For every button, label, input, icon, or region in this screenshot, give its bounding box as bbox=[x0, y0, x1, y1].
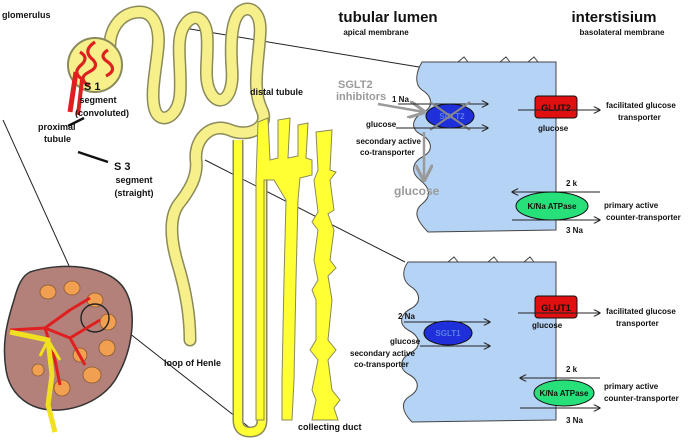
top-glut-glucose-label: glucose bbox=[538, 124, 569, 133]
top-cell-group: SGLT2 inhibitors 1 Na SGLT2 glucose seco… bbox=[336, 56, 681, 235]
collecting-duct-shape bbox=[309, 129, 341, 421]
top-k-label: 2 k bbox=[566, 179, 578, 188]
renal-vessels bbox=[9, 296, 101, 386]
bottom-primary-label-1: primary active bbox=[604, 382, 659, 391]
glomerulus-label: glomerulus bbox=[2, 10, 51, 20]
proximal-pointer-bottom bbox=[77, 150, 109, 164]
connector-line-top-cell bbox=[177, 26, 426, 69]
sglt2-inhibitors-label-1: SGLT2 bbox=[338, 79, 373, 91]
efferent-arteriole bbox=[76, 79, 84, 116]
bottom-atpase-label: K/Na ATPase bbox=[540, 389, 589, 398]
bottom-na-out-label: 3 Na bbox=[566, 416, 583, 425]
distal-tubule-label: distal tubule bbox=[250, 87, 303, 97]
s1-segment-label: segment bbox=[79, 95, 116, 105]
sglt1-transporter bbox=[423, 320, 473, 346]
sglt2-block-cross-2 bbox=[429, 101, 471, 131]
connector-line-kidney-top bbox=[2, 119, 71, 269]
kidney-pyramids bbox=[31, 280, 117, 397]
kidney-nephron-highlight bbox=[80, 303, 110, 333]
top-cotransporter-label-2: co-transporter bbox=[360, 148, 415, 157]
basolateral-membrane-header: basolateral membrane bbox=[580, 28, 665, 37]
glut1-label: GLUT1 bbox=[541, 303, 571, 313]
top-na-label: 1 Na bbox=[392, 95, 409, 104]
top-cell-junctions bbox=[457, 56, 539, 63]
collecting-duct-label: collecting duct bbox=[298, 422, 362, 432]
bottom-cell-group: 2 Na SGLT1 glucose secondary active co-t… bbox=[350, 256, 679, 425]
distal-tubule-shape bbox=[255, 117, 313, 421]
bottom-atpase-pump bbox=[533, 379, 595, 407]
afferent-arteriole bbox=[67, 71, 79, 113]
top-cotransporter-label-1: secondary active bbox=[356, 137, 421, 146]
s1-convoluted-label: (convoluted) bbox=[75, 108, 129, 118]
proximal-pointer-top bbox=[67, 116, 85, 128]
nephron-labels: glomerulus S 1 segment (convoluted) prox… bbox=[2, 10, 362, 432]
s1-label: S 1 bbox=[84, 81, 101, 93]
sglt2-inhibitors-label-2: inhibitors bbox=[336, 91, 386, 103]
top-atpase-label: K/Na ATPase bbox=[528, 202, 577, 211]
top-glucose-in-label: glucose bbox=[366, 120, 397, 129]
s3-segment-label: segment bbox=[115, 175, 152, 185]
bottom-k-label: 2 k bbox=[566, 365, 578, 374]
s3-label: S 3 bbox=[114, 161, 131, 173]
glut2-label: GLUT2 bbox=[541, 103, 571, 113]
proximal-label: proximal bbox=[38, 122, 76, 132]
bottom-facilitated-label-1: facilitated glucose bbox=[606, 307, 676, 316]
top-primary-label-2: counter-transporter bbox=[606, 213, 681, 222]
top-facilitated-label-1: facilitated glucose bbox=[606, 101, 676, 110]
top-na-out-label: 3 Na bbox=[566, 226, 583, 235]
inhibitor-arrow bbox=[377, 104, 424, 112]
proximal-tubule bbox=[103, 2, 271, 347]
connector-line-kidney-bottom bbox=[114, 321, 251, 429]
s3-straight-label: (straight) bbox=[115, 188, 154, 198]
glucose-excreted-label: glucose bbox=[394, 184, 440, 198]
renal-pelvis bbox=[38, 339, 62, 361]
bottom-primary-label-2: counter-transporter bbox=[604, 394, 679, 403]
ureter bbox=[9, 329, 58, 433]
glomerulus bbox=[67, 37, 123, 116]
bottom-facilitated-label-2: transporter bbox=[616, 319, 659, 328]
loop-of-henle-fill bbox=[234, 140, 266, 437]
sglt1-label: SGLT1 bbox=[435, 329, 461, 338]
top-facilitated-label-2: transporter bbox=[618, 113, 661, 122]
bottom-glut-glucose-label: glucose bbox=[532, 321, 563, 330]
glomerulus-capillaries bbox=[75, 40, 115, 88]
bottom-na-label: 2 Na bbox=[398, 312, 415, 321]
apical-membrane-header: apical membrane bbox=[343, 28, 409, 37]
bottom-glucose-in-label: glucose bbox=[390, 337, 421, 346]
loop-of-henle-label: loop of Henle bbox=[164, 358, 221, 368]
proximal-tubule-fill bbox=[104, 4, 269, 345]
bottom-cotransporter-label-1: secondary active bbox=[350, 349, 415, 358]
top-primary-label-1: primary active bbox=[604, 201, 659, 210]
headers: tubular lumen apical membrane interstisi… bbox=[338, 9, 665, 37]
tubule-label: tubule bbox=[44, 134, 71, 144]
glut2-transporter bbox=[534, 95, 578, 119]
tubular-lumen-header: tubular lumen bbox=[338, 9, 437, 26]
bottom-cell-body bbox=[401, 261, 557, 423]
interstisium-header: interstisium bbox=[571, 9, 656, 26]
bottom-cell-junctions bbox=[447, 256, 535, 263]
bottom-cotransporter-label-2: co-transporter bbox=[354, 360, 409, 369]
kidney bbox=[3, 265, 133, 433]
loop-of-henle bbox=[232, 140, 268, 438]
